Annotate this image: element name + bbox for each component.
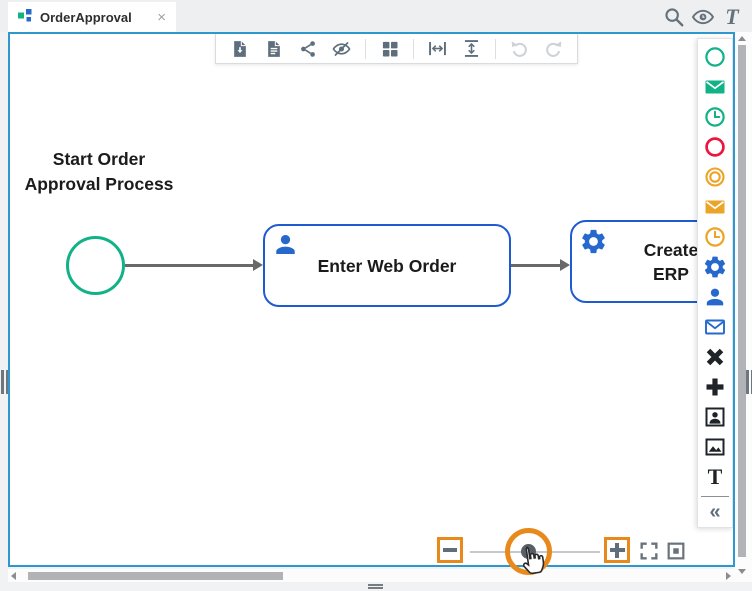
- horizontal-scrollbar[interactable]: [8, 569, 735, 582]
- highlight-ring-annotation: [505, 528, 552, 575]
- hide-preview-icon[interactable]: [331, 38, 352, 59]
- palette-end-event-icon[interactable]: [700, 132, 730, 162]
- user-task-icon: [272, 231, 299, 264]
- palette-terminate-x-icon[interactable]: [700, 342, 730, 372]
- start-label[interactable]: Start Order Approval Process: [10, 147, 188, 197]
- diagram-canvas[interactable]: Start Order Approval Process Enter Web O…: [8, 32, 735, 567]
- document-properties-icon[interactable]: [263, 38, 284, 59]
- process-icon: [18, 8, 32, 27]
- task-label-line1: Create: [643, 239, 699, 260]
- tab-bar: OrderApproval × T: [0, 0, 752, 32]
- scroll-down-icon[interactable]: [738, 569, 746, 574]
- tab-title: OrderApproval: [40, 9, 132, 25]
- palette-collapse-icon[interactable]: «: [709, 500, 721, 523]
- palette-intermediate-event-icon[interactable]: [700, 162, 730, 192]
- minus-icon: [443, 548, 457, 552]
- task-label: Enter Web Order: [317, 255, 457, 276]
- horizontal-scroll-thumb[interactable]: [28, 571, 283, 580]
- search-icon[interactable]: [662, 5, 686, 29]
- grid-layout-icon[interactable]: [379, 38, 400, 59]
- palette-message-start-event-icon[interactable]: [700, 72, 730, 102]
- export-document-icon[interactable]: [229, 38, 250, 59]
- hand-cursor-icon: [513, 543, 550, 584]
- tab-close-icon[interactable]: ×: [157, 8, 166, 26]
- share-icon[interactable]: [297, 38, 318, 59]
- vertical-scrollbar[interactable]: [736, 32, 748, 580]
- service-task-gear-icon: [579, 227, 608, 262]
- palette-user-task-icon[interactable]: [700, 282, 730, 312]
- preview-eye-icon[interactable]: [691, 5, 715, 29]
- horizontal-splitter-handle[interactable]: [368, 584, 383, 589]
- start-label-line1: Start Order: [52, 149, 146, 169]
- task-create-erp[interactable]: Create ERP: [570, 220, 733, 303]
- diagram-toolbar: [215, 34, 578, 64]
- text-style-icon[interactable]: T: [725, 4, 739, 29]
- left-panel-splitter-handle[interactable]: [1, 370, 9, 394]
- vertical-scroll-thumb[interactable]: [738, 45, 746, 557]
- palette-timer-start-event-icon[interactable]: [700, 102, 730, 132]
- zoom-in-button[interactable]: [604, 537, 630, 563]
- sequence-flow-arrow[interactable]: [511, 259, 570, 270]
- fit-view-icon[interactable]: [665, 540, 687, 562]
- undo-icon[interactable]: [509, 38, 530, 59]
- start-label-line2: Approval Process: [24, 174, 174, 194]
- palette-message-task-icon[interactable]: [700, 312, 730, 342]
- task-enter-web-order[interactable]: Enter Web Order: [263, 224, 511, 307]
- fullscreen-icon[interactable]: [638, 540, 660, 562]
- topbar-icons: T: [662, 4, 744, 29]
- shape-palette: T «: [697, 38, 733, 528]
- toolbar-separator: [365, 38, 366, 59]
- toolbar-separator: [495, 38, 496, 59]
- palette-separator: [701, 496, 729, 497]
- palette-timer-intermediate-event-icon[interactable]: [700, 222, 730, 252]
- toolbar-separator: [413, 38, 414, 59]
- scroll-left-icon[interactable]: [11, 571, 16, 580]
- start-event-circle[interactable]: [66, 236, 125, 295]
- palette-service-task-icon[interactable]: [700, 252, 730, 282]
- task-label-line2: ERP: [653, 263, 689, 284]
- plus-icon: [609, 542, 625, 558]
- palette-start-event-icon[interactable]: [700, 42, 730, 72]
- resize-width-icon[interactable]: [427, 38, 448, 59]
- palette-message-intermediate-event-icon[interactable]: [700, 192, 730, 222]
- palette-image-icon[interactable]: [700, 432, 730, 462]
- tab-order-approval[interactable]: OrderApproval ×: [8, 2, 176, 32]
- right-panel-splitter-handle[interactable]: [746, 370, 752, 394]
- palette-add-plus-icon[interactable]: [700, 372, 730, 402]
- palette-user-image-icon[interactable]: [700, 402, 730, 432]
- scroll-up-icon[interactable]: [738, 36, 746, 41]
- resize-height-icon[interactable]: [461, 38, 482, 59]
- zoom-out-button[interactable]: [437, 537, 463, 563]
- redo-icon[interactable]: [543, 38, 564, 59]
- palette-text-icon[interactable]: T: [707, 464, 723, 489]
- bottom-splitter-strip: [0, 582, 752, 591]
- sequence-flow-arrow[interactable]: [125, 259, 263, 270]
- scroll-right-icon[interactable]: [726, 571, 731, 580]
